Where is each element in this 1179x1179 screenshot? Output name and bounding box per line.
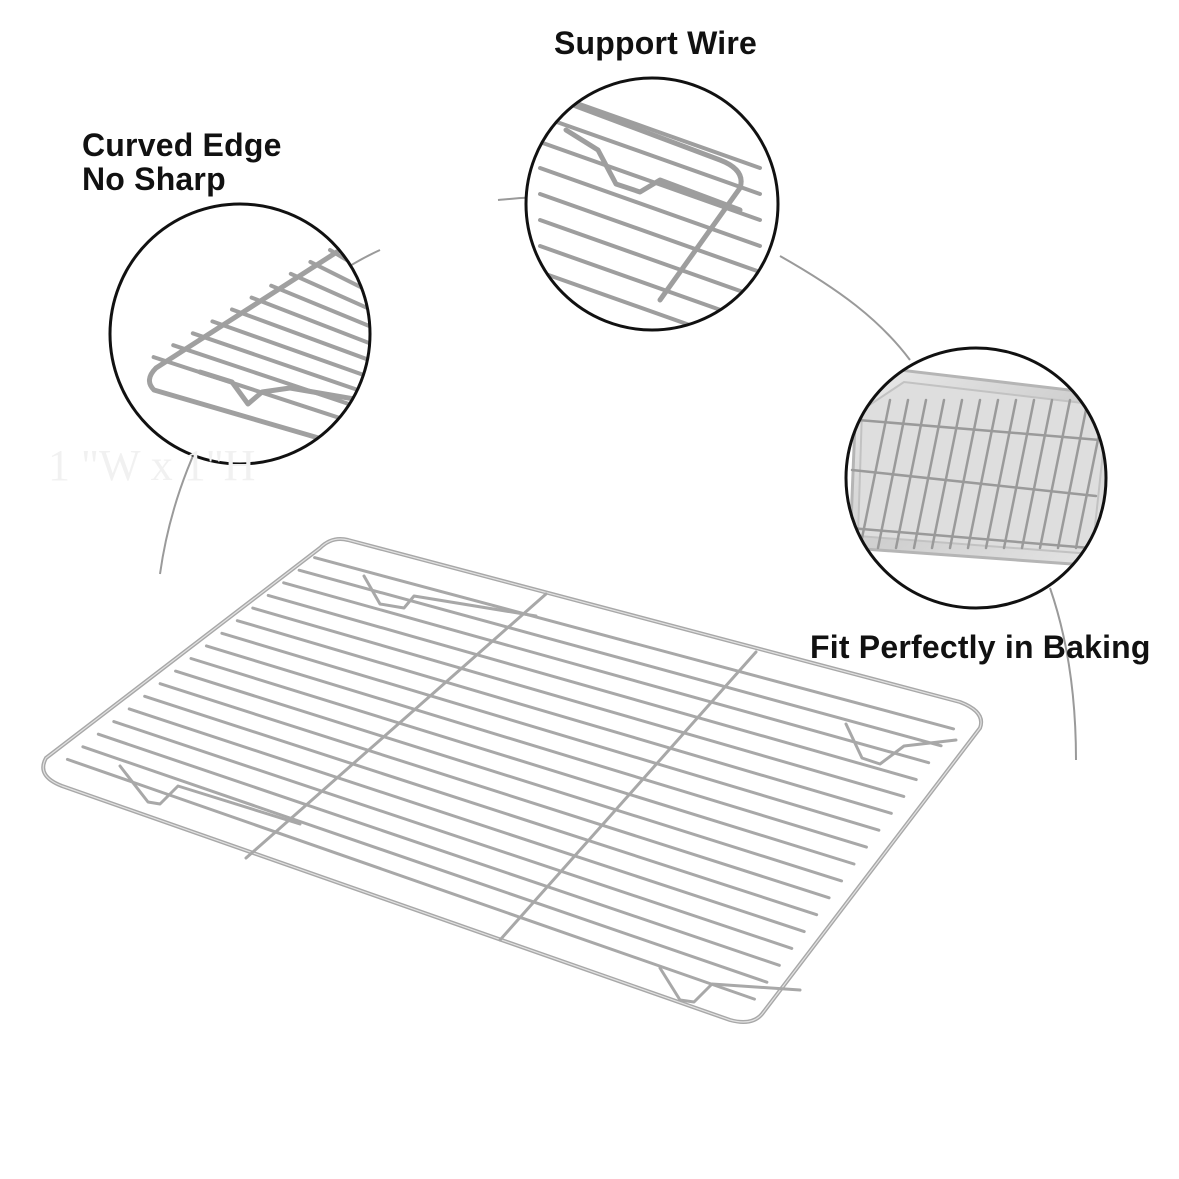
fit-rack-wire [858, 398, 892, 550]
rack-wire [96, 732, 781, 967]
fit-rack-wire [1020, 398, 1054, 550]
rack-wire [235, 619, 893, 815]
support-wire-detail [524, 76, 780, 332]
fit-frame [844, 346, 1108, 610]
curved-edge-wire-line [171, 343, 370, 417]
curved-edge-label-line-2: No Sharp [82, 161, 226, 197]
curved-edge-wire-line [269, 283, 370, 333]
rack-foot-1 [362, 574, 538, 618]
support-wire-frame [524, 76, 780, 332]
main-cooling-rack [41, 537, 983, 1024]
curved-edge-wire-line [230, 307, 370, 366]
curved-edge-label-line-1: Curved Edge [82, 127, 282, 163]
fit-detail [844, 346, 1108, 610]
fit-rack-wire [966, 398, 1000, 550]
support-wire-line [538, 140, 762, 222]
rack-wire [297, 568, 943, 748]
support-wire-label: Support Wire [554, 25, 757, 61]
rack-cross-bar-1 [244, 592, 548, 860]
rack-cross-bar-2 [498, 650, 758, 942]
fit-rack-wire [856, 418, 1102, 442]
fit-rack-wire [1056, 398, 1090, 550]
fit-rack-wire [984, 398, 1018, 550]
curved-edge-wire-line [288, 271, 370, 316]
rack-wire [189, 657, 856, 866]
support-wire-line [538, 192, 762, 274]
fit-rack-wire [848, 526, 1092, 550]
fit-rack-wire [1002, 398, 1036, 550]
rack-wire [112, 720, 794, 950]
curved-edge-detail [108, 202, 372, 466]
fit-rack-wire [912, 398, 946, 550]
rack-wire [143, 694, 819, 917]
rack-wire [251, 606, 906, 798]
fit-rack-wire [930, 398, 964, 550]
fit-perfectly-label: Fit Perfectly in Baking [810, 629, 1151, 665]
rack-wire [65, 757, 756, 1001]
rack-wire [266, 593, 918, 782]
faded-dimension-text: 1 "W x 1"H [48, 441, 256, 490]
curved-edge-wire-line [210, 319, 370, 383]
fit-rack-wire [948, 398, 982, 550]
rack-wire [220, 631, 881, 832]
rack-wire [127, 707, 806, 934]
support-wire-line [538, 166, 762, 248]
curved-edge-wire-line [190, 331, 370, 400]
rack-foot-4 [658, 966, 802, 1004]
rack-wire [282, 581, 931, 765]
rack-wire [174, 669, 844, 883]
curved-edge-label: Curved Edge No Sharp [82, 128, 282, 196]
support-wire-line [538, 114, 762, 196]
rack-foot-3 [844, 722, 958, 766]
curved-edge-wire-line [249, 295, 370, 350]
fit-rack-wire [850, 468, 1098, 498]
rack-wires [65, 556, 956, 1001]
support-wire-line [538, 218, 762, 300]
rack-wire [204, 644, 868, 849]
rack-foot-2 [118, 764, 302, 826]
rack-wire [313, 556, 956, 731]
rack-wire [81, 745, 769, 984]
fit-rack-wire [1038, 398, 1072, 550]
support-wire-line [538, 270, 762, 330]
curved-edge-frame [108, 202, 372, 466]
rack-wire [158, 682, 831, 900]
